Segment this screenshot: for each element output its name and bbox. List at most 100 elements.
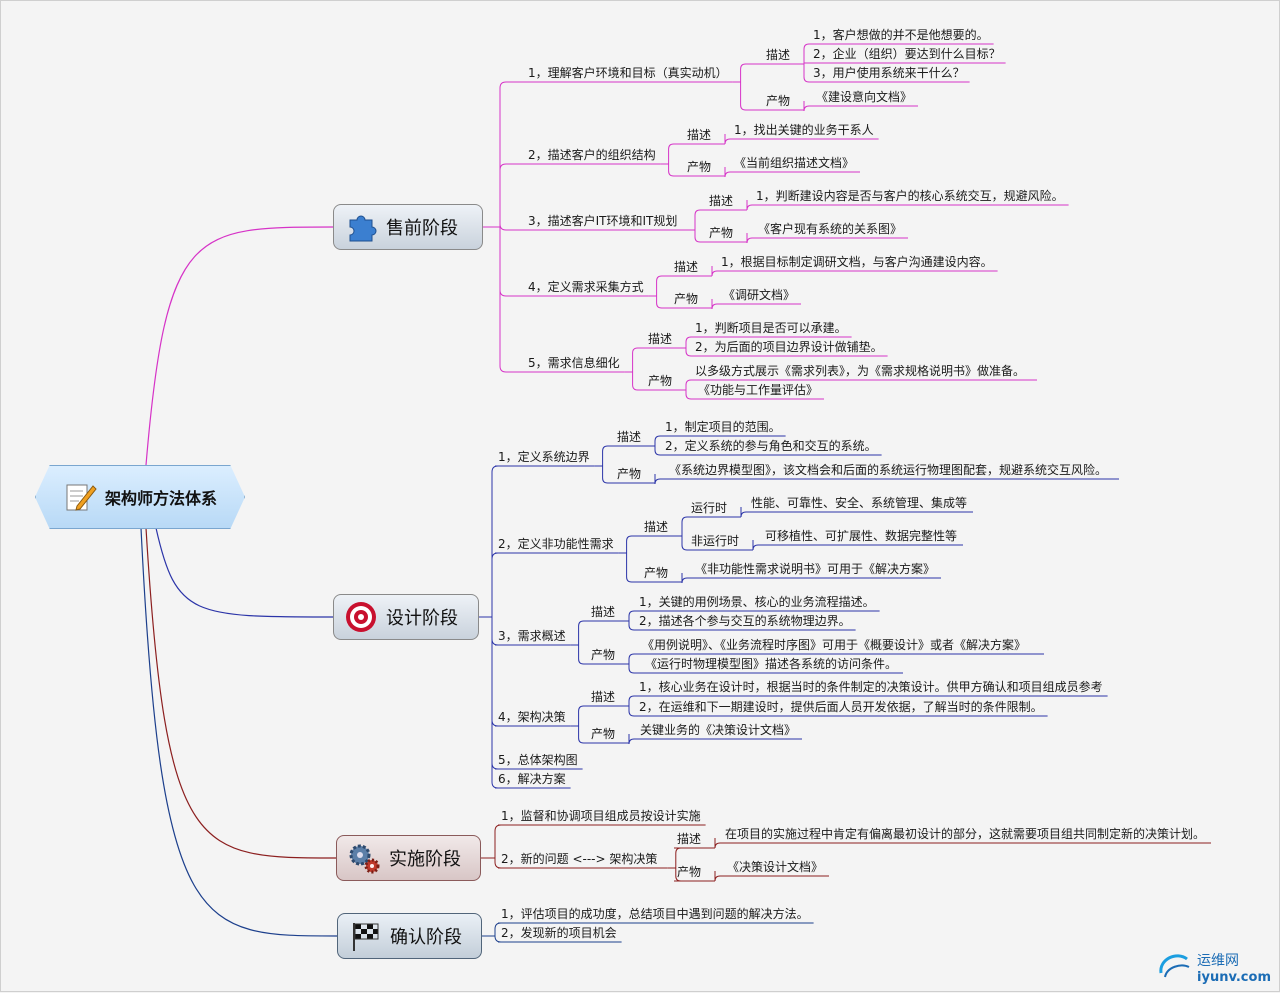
branch-leaf[interactable]: 1，关键的用例场景、核心的业务流程描述。	[639, 595, 875, 609]
connector-line	[803, 43, 810, 50]
connector-line	[491, 465, 499, 473]
connector-line	[746, 237, 755, 244]
branch-leaf[interactable]: 《功能与工作量评估》	[698, 383, 819, 397]
connector-line	[740, 104, 763, 111]
connector-line	[714, 875, 724, 882]
branch-item[interactable]: 3，描述客户IT环境和IT规划	[528, 214, 678, 228]
branch-leaf[interactable]: 1，客户想做的并不是他想要的。	[813, 28, 989, 42]
branch-leaf[interactable]: 1，找出关键的业务干系人	[734, 123, 874, 137]
connector-line	[628, 695, 636, 702]
branch-leaf[interactable]: 《调研文档》	[723, 288, 796, 302]
connector-line	[694, 209, 706, 216]
branch-category[interactable]: 描述	[617, 430, 642, 444]
branch-item[interactable]: 3，需求概述	[498, 629, 566, 643]
watermark-cn: 运维网	[1197, 953, 1240, 969]
branch-category[interactable]: 产物	[674, 292, 699, 306]
branch-leaf[interactable]: 关键业务的《决策设计文档》	[640, 723, 797, 737]
branch-item[interactable]: 1，理解客户环境和目标（真实动机）	[528, 66, 728, 80]
puzzle-icon	[344, 210, 378, 244]
branch-item[interactable]: 1，监督和协调项目组成员按设计实施	[501, 809, 701, 823]
branch-leaf[interactable]: 《运行时物理模型图》描述各系统的访问条件。	[645, 657, 898, 671]
branch-leaf[interactable]: 《用例说明》、《业务流程时序图》可用于《概要设计》或者《解决方案》	[642, 638, 1027, 652]
branch-leaf[interactable]: 《决策设计文档》	[727, 860, 824, 874]
branch-category[interactable]: 描述	[766, 48, 791, 62]
phase-confirm[interactable]: 确认阶段	[337, 913, 482, 959]
branch-category[interactable]: 产物	[766, 94, 791, 108]
branch-item[interactable]: 1，定义系统边界	[498, 450, 590, 464]
connector-line	[740, 511, 748, 518]
branch-leaf[interactable]: 《当前组织描述文档》	[734, 156, 855, 170]
branch-leaf[interactable]: 《非功能性需求说明书》可用于《解决方案》	[695, 562, 936, 576]
branch-category[interactable]: 产物	[687, 160, 712, 174]
branch-leaf[interactable]: 2，描述各个参与交互的系统物理边界。	[639, 614, 851, 628]
connector-line	[724, 138, 731, 145]
branch-leaf[interactable]: 以多级方式展示《需求列表》，为《需求规格说明书》做准备。	[695, 364, 1026, 378]
branch-subcategory[interactable]: 运行时	[691, 501, 728, 515]
branch-item[interactable]: 2，定义非功能性需求	[498, 537, 614, 551]
branch-category[interactable]: 描述	[709, 194, 734, 208]
connector-line	[628, 667, 642, 674]
connector-line	[628, 624, 636, 631]
branch-leaf[interactable]: 1，判断项目是否可以承建。	[695, 321, 847, 335]
branch-item[interactable]: 4，定义需求采集方式	[528, 280, 644, 294]
watermark: 运维网 iyunv.com	[1157, 950, 1271, 985]
branch-category[interactable]: 描述	[591, 605, 616, 619]
branch-item[interactable]: 2，描述客户的组织结构	[528, 148, 656, 162]
connector-line	[602, 477, 614, 484]
branch-leaf[interactable]: 2，为后面的项目边界设计做铺垫。	[695, 340, 883, 354]
branch-leaf[interactable]: 3，用户使用系统来干什么？	[813, 66, 965, 80]
connector-line	[746, 204, 753, 211]
branch-leaf[interactable]: 1，制定项目的范围。	[665, 420, 781, 434]
branch-category[interactable]: 产物	[644, 566, 669, 580]
branch-category[interactable]: 产物	[591, 648, 616, 662]
phase-design-label: 设计阶段	[386, 608, 458, 629]
branch-leaf[interactable]: 可移植性、可扩展性、数据完整性等	[765, 529, 958, 543]
branch-category[interactable]: 描述	[644, 520, 669, 534]
branch-item[interactable]: 4，架构决策	[498, 710, 566, 724]
connector-line	[628, 610, 636, 617]
branch-item[interactable]: 5，需求信息细化	[528, 356, 620, 370]
connector-line	[724, 171, 731, 178]
branch-item[interactable]: 2，发现新的项目机会	[501, 926, 617, 940]
branch-category[interactable]: 描述	[591, 690, 616, 704]
connector-line	[714, 842, 722, 849]
connector-line	[499, 163, 525, 171]
phase-implement[interactable]: 实施阶段	[336, 835, 481, 881]
branch-item[interactable]: 6，解决方案	[498, 772, 566, 786]
branch-subcategory[interactable]: 非运行时	[691, 534, 740, 548]
phase-presale-label: 售前阶段	[386, 218, 458, 239]
root-node[interactable]: 架构师方法体系	[35, 465, 245, 529]
connector-line	[578, 658, 588, 665]
branch-category[interactable]: 产物	[591, 727, 616, 741]
connector-line	[685, 350, 692, 357]
branch-leaf[interactable]: 《建设意向文档》	[816, 90, 913, 104]
branch-leaf[interactable]: 在项目的实施过程中肯定有偏离最初设计的部分，这就需要项目组共同制定新的决策计划。	[725, 827, 1206, 841]
branch-category[interactable]: 描述	[677, 832, 702, 846]
branch-leaf[interactable]: 性能、可靠性、安全、系统管理、集成等	[751, 496, 968, 510]
branch-leaf[interactable]: 1，核心业务在设计时，根据当时的条件制定的决策设计。供甲方确认和项目组成员参考	[639, 680, 1103, 694]
branch-item[interactable]: 1，评估项目的成功度，总结项目中遇到问题的解决方法。	[501, 907, 809, 921]
branch-leaf[interactable]: 2，企业（组织）要达到什么目标？	[813, 47, 1001, 61]
branch-category[interactable]: 描述	[674, 260, 699, 274]
branch-leaf[interactable]: 《系统边界模型图》，该文档会和后面的系统运行物理图配套，规避系统交互风险。	[669, 463, 1108, 477]
branch-category[interactable]: 描述	[687, 128, 712, 142]
branch-leaf[interactable]: 2，定义系统的参与角色和交互的系统。	[665, 439, 877, 453]
branch-leaf[interactable]: 1，判断建设内容是否与客户的核心系统交互，规避风险。	[756, 189, 1064, 203]
connector-line	[626, 576, 641, 583]
notepad-pencil-icon	[63, 480, 97, 514]
branch-category[interactable]: 产物	[648, 374, 673, 388]
branch-item[interactable]: 2，新的问题 <---> 架构决策	[501, 852, 658, 866]
branch-leaf[interactable]: 1，根据目标制定调研文档，与客户沟通建设内容。	[721, 255, 993, 269]
phase-presale[interactable]: 售前阶段	[333, 204, 483, 250]
connector-line	[491, 552, 499, 560]
phase-design[interactable]: 设计阶段	[333, 594, 479, 640]
phase-confirm-label: 确认阶段	[390, 927, 462, 948]
connector-line	[681, 577, 692, 584]
branch-item[interactable]: 5，总体架构图	[498, 753, 578, 767]
branch-leaf[interactable]: 《客户现有系统的关系图》	[758, 222, 903, 236]
branch-category[interactable]: 产物	[617, 467, 642, 481]
branch-category[interactable]: 描述	[648, 332, 673, 346]
branch-category[interactable]: 产物	[677, 865, 702, 879]
branch-category[interactable]: 产物	[709, 226, 734, 240]
branch-leaf[interactable]: 2，在运维和下一期建设时，提供后面人员开发依据，了解当时的条件限制。	[639, 700, 1043, 714]
